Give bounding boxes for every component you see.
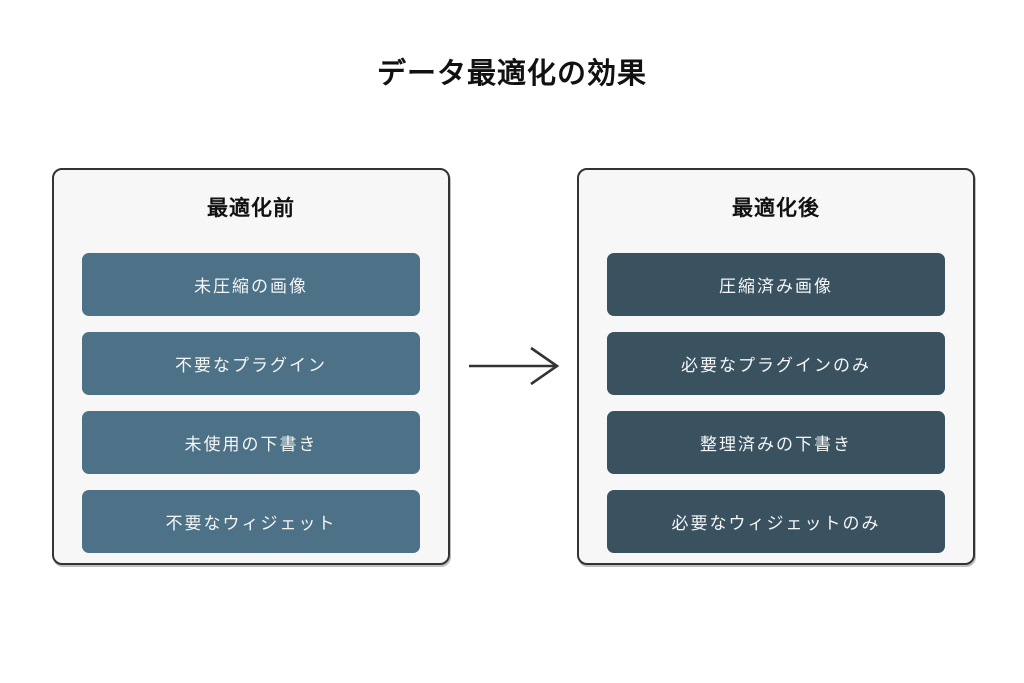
before-item-unneeded-widgets: 不要なウィジェット [82,490,420,553]
after-panel: 最適化後 圧縮済み画像 必要なプラグインのみ 整理済みの下書き 必要なウィジェッ… [577,168,975,565]
after-panel-header: 最適化後 [732,196,820,220]
diagram-title: データ最適化の効果 [376,56,647,90]
before-item-list: 未圧縮の画像 不要なプラグイン 未使用の下書き 不要なウィジェット [82,253,420,553]
right-arrow-icon [469,346,560,386]
after-item-compressed-images: 圧縮済み画像 [607,253,945,316]
before-item-unneeded-plugins: 不要なプラグイン [82,332,420,395]
before-item-uncompressed-images: 未圧縮の画像 [82,253,420,316]
after-item-needed-plugins-only: 必要なプラグインのみ [607,332,945,395]
before-panel-header: 最適化前 [207,196,295,220]
before-panel: 最適化前 未圧縮の画像 不要なプラグイン 未使用の下書き 不要なウィジェット [52,168,450,565]
after-item-organized-drafts: 整理済みの下書き [607,411,945,474]
before-item-unused-drafts: 未使用の下書き [82,411,420,474]
after-item-list: 圧縮済み画像 必要なプラグインのみ 整理済みの下書き 必要なウィジェットのみ [607,253,945,553]
after-item-needed-widgets-only: 必要なウィジェットのみ [607,490,945,553]
